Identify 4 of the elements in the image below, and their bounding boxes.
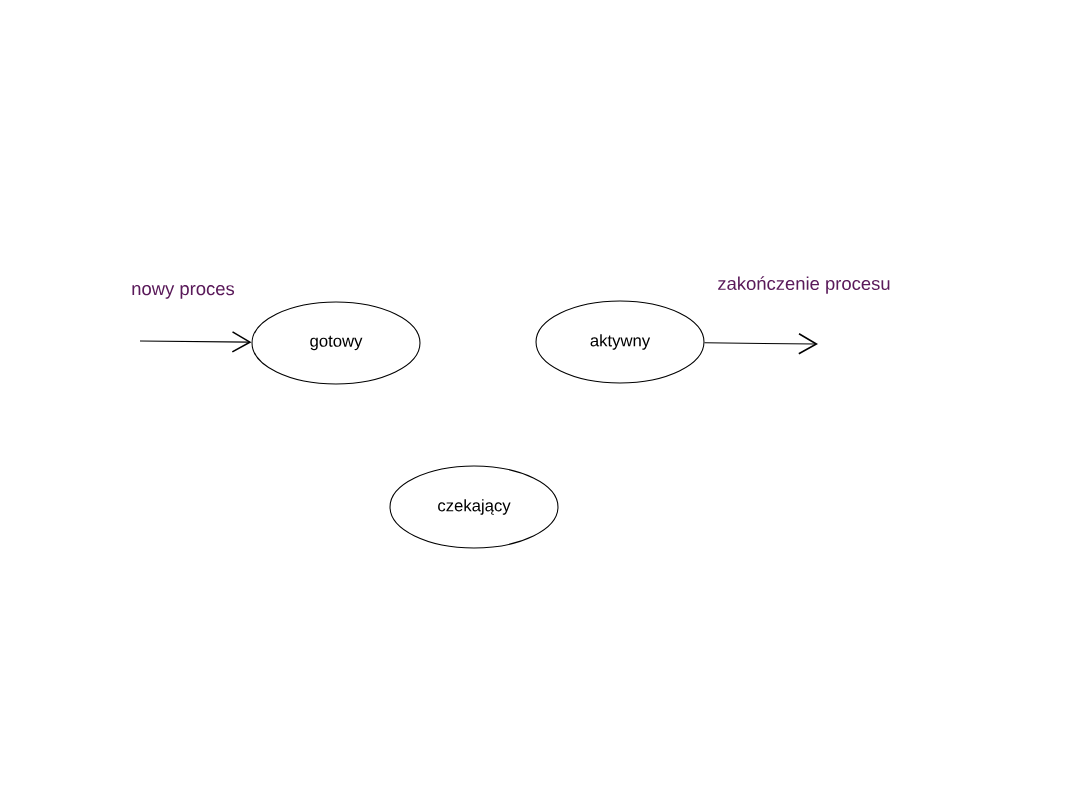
arrow	[703, 333, 818, 355]
arrow	[139, 331, 252, 353]
edge-label: nowy proces	[132, 285, 235, 299]
edge-label: zakończenie procesu	[718, 276, 890, 294]
